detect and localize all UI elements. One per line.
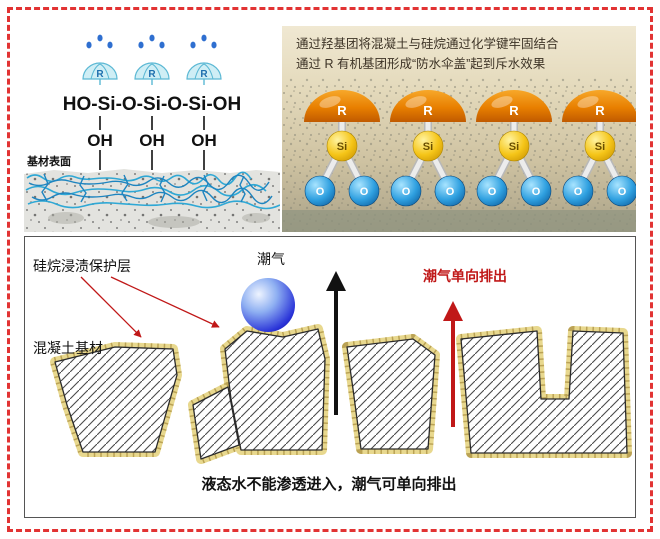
o-atom-label: O xyxy=(618,186,627,198)
bottom-caption: 液态水不能渗透进入，潮气可单向排出 xyxy=(201,475,456,493)
concrete-substrate-label: 混凝土基材 xyxy=(33,340,103,356)
r-dome-label: R xyxy=(423,103,433,118)
si-atom-label: Si xyxy=(595,141,605,153)
panel-cross-section: 硅烷浸渍保护层 潮气 潮气单向排出 混凝土基材 液态水不能渗透进入，潮气可单向排… xyxy=(24,236,636,518)
si-oh-bonds xyxy=(99,116,205,170)
oh-label: OH xyxy=(191,131,217,150)
r-dome-label: R xyxy=(509,103,519,118)
moisture-one-way-label: 潮气单向排出 xyxy=(423,268,507,284)
o-atom-label: O xyxy=(316,186,325,198)
umbrella-icons: R R R xyxy=(82,62,222,85)
coating-pointer-lines xyxy=(80,276,220,338)
waterproof-domes: R R R R xyxy=(304,90,636,122)
r-group-label: R xyxy=(148,69,156,80)
r-dome-label: R xyxy=(337,103,347,118)
oh-label: OH xyxy=(139,131,165,150)
si-atom-label: Si xyxy=(337,141,347,153)
oxygen-spheres: O O O O O O O O xyxy=(304,175,636,207)
concrete-blocks xyxy=(50,324,632,464)
o-atom-label: O xyxy=(532,186,541,198)
rain-drops-icon xyxy=(86,34,217,49)
o-atom-label: O xyxy=(574,186,583,198)
r-group-label: R xyxy=(200,69,208,80)
oh-label: OH xyxy=(87,131,113,150)
coating-layer-label: 硅烷浸渍保护层 xyxy=(33,258,131,274)
o-atom-label: O xyxy=(402,186,411,198)
silicon-spheres: Si Si Si Si xyxy=(326,130,616,162)
o-atom-label: O xyxy=(360,186,369,198)
si-atom-label: Si xyxy=(509,141,519,153)
si-atom-label: Si xyxy=(423,141,433,153)
molecule-diagram: 通过羟基团将混凝土与硅烷通过化学键牢固结合 通过 R 有机基团形成“防水伞盖”起… xyxy=(282,26,636,232)
water-droplet-sphere xyxy=(241,278,295,332)
substrate-texture xyxy=(24,169,280,232)
panel-silane-formula: R R R HO-Si-O-Si-O-Si-OH xyxy=(24,26,280,232)
panel-molecular-model: 通过羟基团将混凝土与硅烷通过化学键牢固结合 通过 R 有机基团形成“防水伞盖”起… xyxy=(282,26,636,232)
substrate-surface-label: 基材表面 xyxy=(26,154,71,168)
r-dome-label: R xyxy=(595,103,605,118)
caption-line-2: 通过 R 有机基团形成“防水伞盖”起到斥水效果 xyxy=(296,56,546,71)
sand-dark-band xyxy=(282,210,636,232)
o-atom-label: O xyxy=(488,186,497,198)
silane-formula: HO-Si-O-Si-O-Si-OH xyxy=(63,94,241,115)
cross-section-diagram: 硅烷浸渍保护层 潮气 潮气单向排出 混凝土基材 液态水不能渗透进入，潮气可单向排… xyxy=(33,251,632,493)
formula-diagram: R R R HO-Si-O-Si-O-Si-OH xyxy=(24,34,280,232)
caption-line-1: 通过羟基团将混凝土与硅烷通过化学键牢固结合 xyxy=(296,36,559,51)
r-group-label: R xyxy=(96,69,104,80)
moisture-label: 潮气 xyxy=(257,251,285,267)
o-atom-label: O xyxy=(446,186,455,198)
